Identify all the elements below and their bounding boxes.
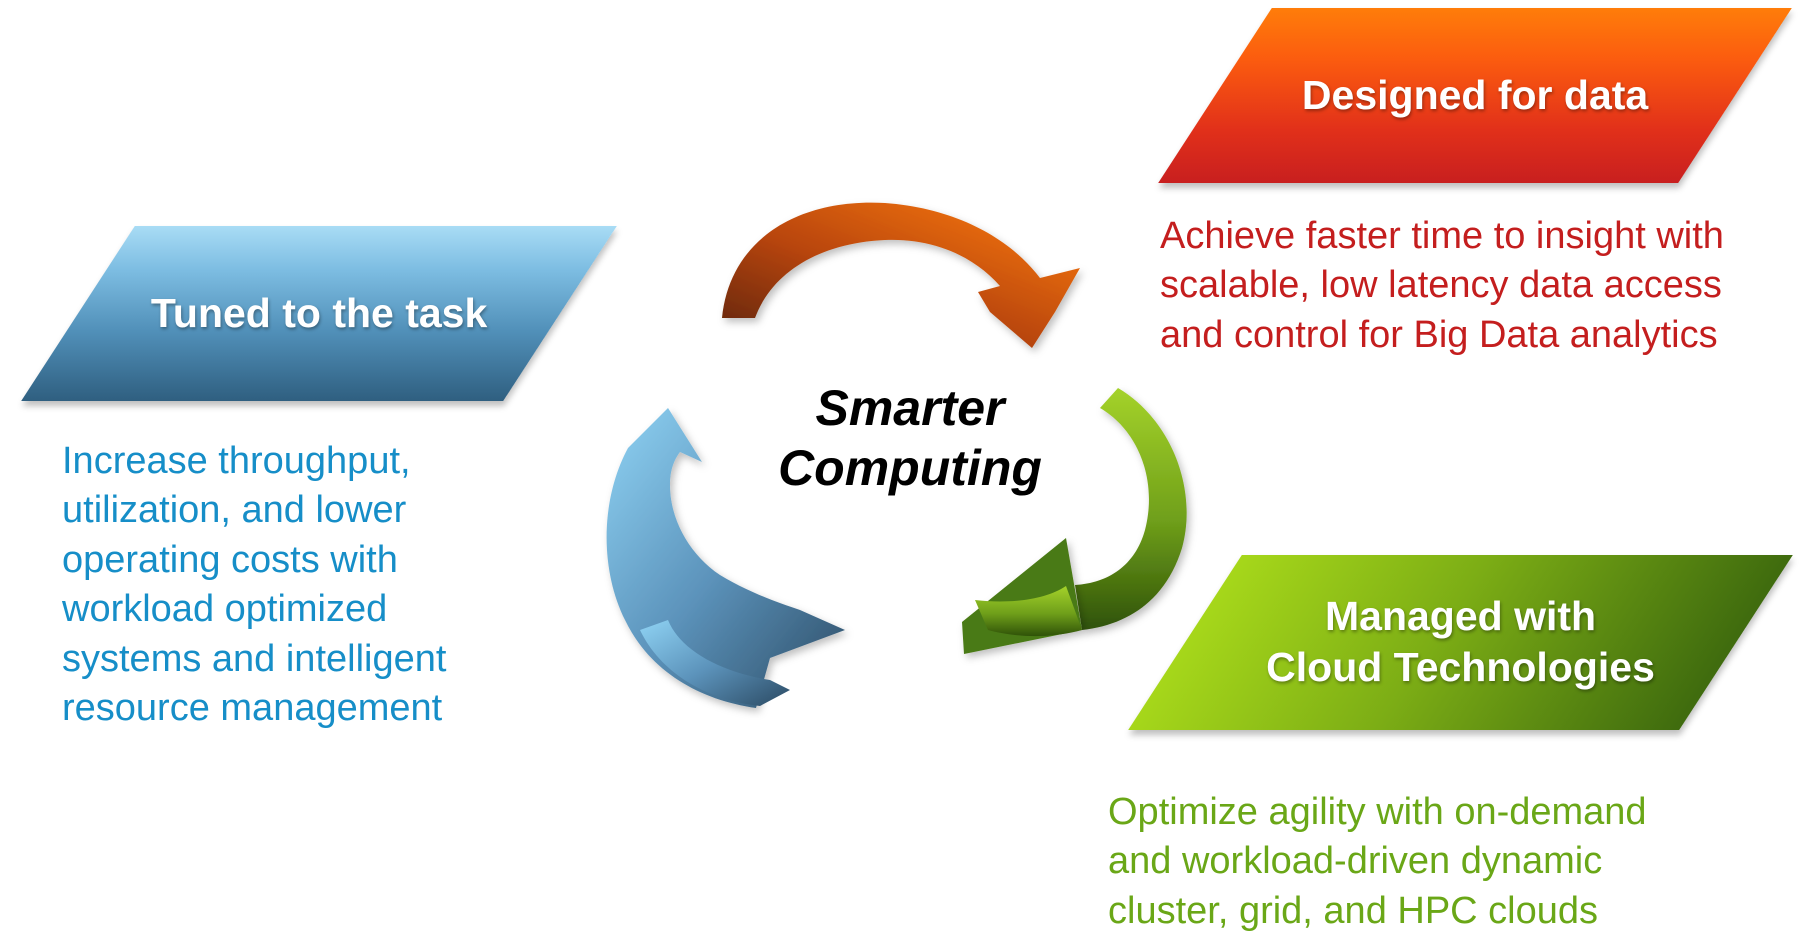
designed-description: Achieve faster time to insight with scal…	[1160, 215, 1724, 356]
curved-arrow-right-stem-icon	[975, 586, 1082, 637]
tuned-box-title: Tuned to the task	[150, 289, 488, 336]
curved-arrow-right-icon	[1075, 388, 1187, 630]
managed-with-cloud-box: Managed with Cloud Technologies	[1128, 555, 1793, 730]
managed-description: Optimize agility with on-demand and work…	[1108, 791, 1647, 932]
curved-arrow-left-lower-icon	[640, 620, 790, 706]
designed-box-title: Designed for data	[1301, 71, 1649, 118]
smarter-computing-label: Smarter Computing	[778, 380, 1042, 496]
managed-box-title: Managed with Cloud Technologies	[1266, 593, 1655, 691]
tuned-description: Increase throughput, utilization, and lo…	[62, 440, 447, 729]
curved-arrow-top-icon	[722, 202, 1080, 348]
